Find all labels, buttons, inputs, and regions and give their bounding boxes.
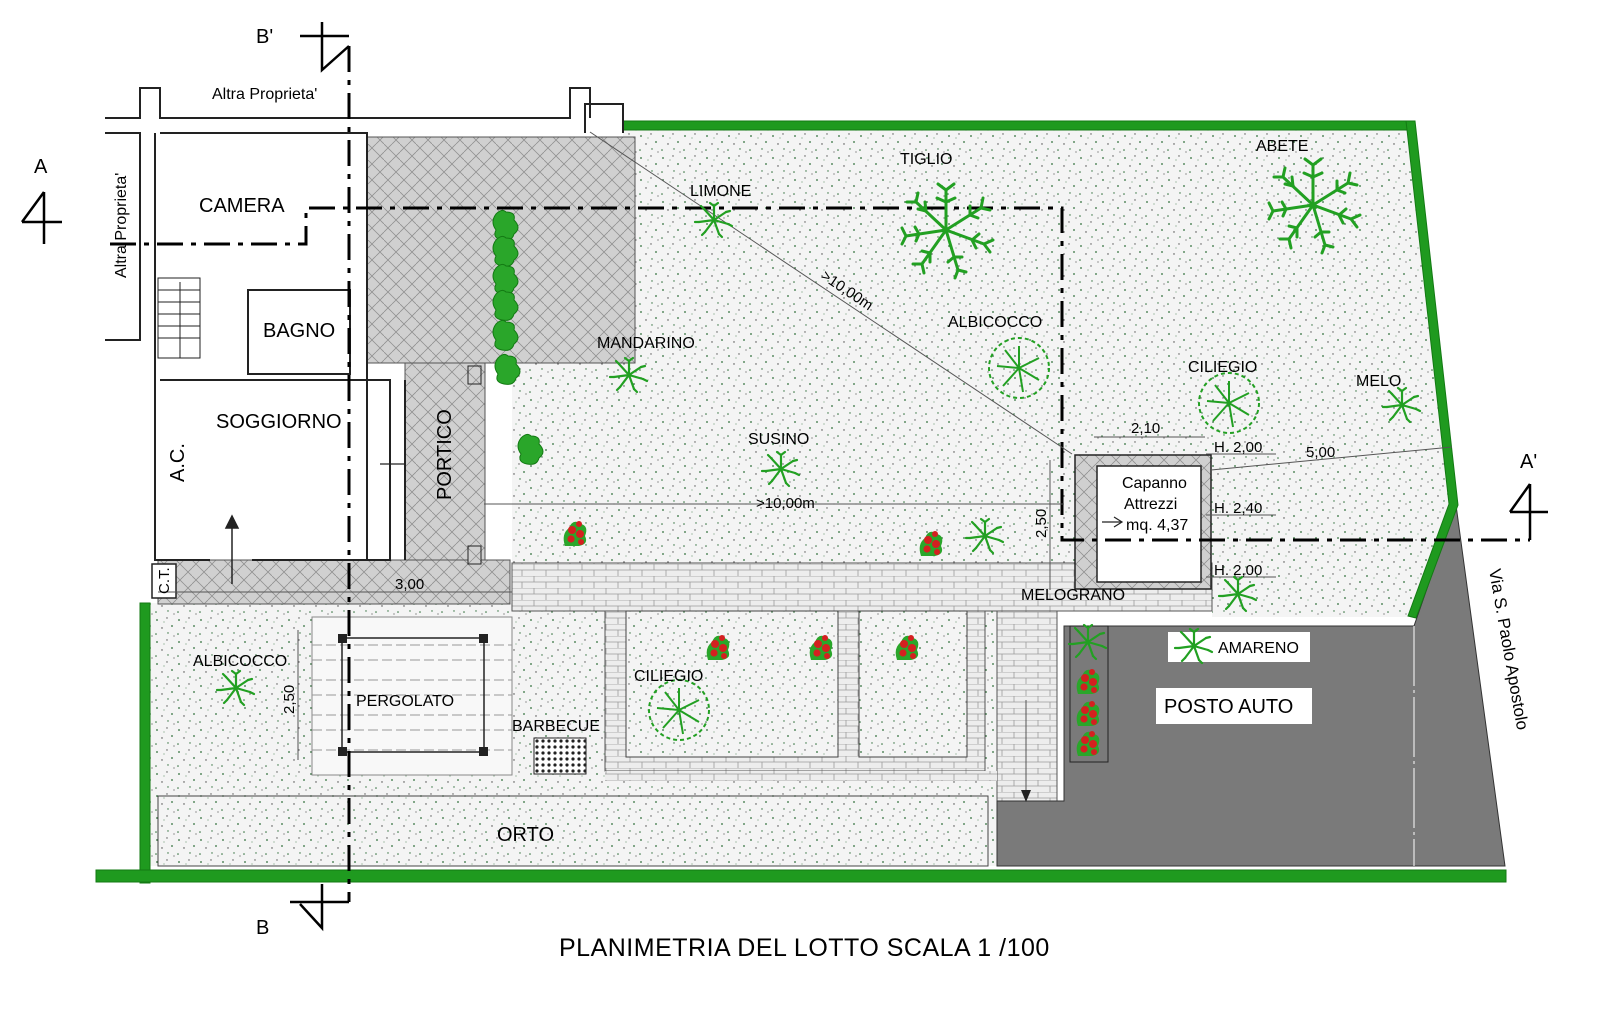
corner-chimney	[467, 365, 482, 385]
neighbour-label-left: Altra Proprieta'	[113, 173, 130, 278]
section-label-a: A	[34, 156, 48, 178]
brick-path-vertical	[996, 610, 1058, 802]
room-ac: A.C.	[167, 443, 189, 482]
bed-border-bottom	[605, 771, 997, 781]
section-label-b: B	[256, 917, 269, 939]
dim-h-2-40: H. 2,40	[1214, 500, 1262, 517]
barbecue-grill	[533, 737, 587, 775]
tree-label-melograno: MELOGRANO	[1021, 587, 1125, 604]
room-bagno: BAGNO	[263, 320, 335, 342]
front-walk-paving	[157, 559, 511, 605]
section-label-b-prime: B'	[256, 26, 273, 48]
section-arrow-icon	[20, 22, 1548, 932]
dim-h-2-00-bottom: H. 2,00	[1214, 562, 1262, 579]
room-portico: PORTICO	[434, 409, 456, 500]
street-label: Via S. Paolo Apostolo	[1485, 567, 1532, 731]
portico-paving	[404, 362, 486, 569]
room-camera: CAMERA	[199, 195, 285, 217]
tree-label-melo: MELO	[1356, 373, 1401, 390]
house-walls	[105, 87, 624, 561]
label-posto-auto: POSTO AUTO	[1164, 696, 1293, 718]
flower-bed-2	[858, 610, 968, 758]
corner-chimney-2	[467, 545, 482, 565]
room-soggiorno: SOGGIORNO	[216, 411, 342, 433]
tree-label-ciliegio-bottom: CILIEGIO	[634, 668, 703, 685]
room-ct: C.T.	[156, 567, 173, 594]
tool-shed	[1074, 454, 1212, 590]
tree-label-ciliegio-top: CILIEGIO	[1188, 359, 1257, 376]
dim-5-00: 5,00	[1306, 444, 1335, 461]
label-capanno-2: Attrezzi	[1124, 496, 1177, 513]
orto-bed	[157, 795, 989, 867]
dim-2-10: 2,10	[1131, 420, 1160, 437]
dim-h-2-00-top: H. 2,00	[1214, 439, 1262, 456]
dim-2-50-shed: 2,50	[1033, 509, 1050, 538]
tree-label-amareno: AMARENO	[1218, 640, 1299, 657]
tree-label-tiglio: TIGLIO	[900, 151, 952, 168]
dim-2-50-pergola: 2,50	[281, 685, 298, 714]
pergola	[311, 616, 513, 776]
stairs	[157, 277, 201, 359]
tree-label-albicocco-top: ALBICOCCO	[948, 314, 1042, 331]
section-line-a	[110, 206, 1530, 542]
label-barbecue: BARBECUE	[512, 718, 600, 735]
neighbour-label-top: Altra Proprieta'	[212, 86, 317, 103]
label-pergolato: PERGOLATO	[356, 693, 454, 710]
label-capanno-area: mq. 4,37	[1126, 517, 1188, 534]
entry-arrows	[224, 514, 240, 584]
tree-label-limone: LIMONE	[690, 183, 751, 200]
tree-label-susino: SUSINO	[748, 431, 809, 448]
tree-label-mandarino: MANDARINO	[597, 335, 695, 352]
dim-horiz-distance: >10,00m	[756, 495, 815, 512]
label-orto: ORTO	[497, 824, 554, 846]
tree-label-abete: ABETE	[1256, 138, 1308, 155]
dimension-lines	[158, 131, 1453, 800]
label-capanno-1: Capanno	[1122, 475, 1187, 492]
tree-label-albicocco-bottom: ALBICOCCO	[193, 653, 287, 670]
dim-3-00: 3,00	[395, 576, 424, 593]
flower-bed-1	[625, 610, 839, 758]
plan-title: PLANIMETRIA DEL LOTTO SCALA 1 /100	[559, 934, 1050, 962]
posto-auto-label-box	[1156, 688, 1312, 724]
section-label-a-prime: A'	[1520, 451, 1537, 473]
